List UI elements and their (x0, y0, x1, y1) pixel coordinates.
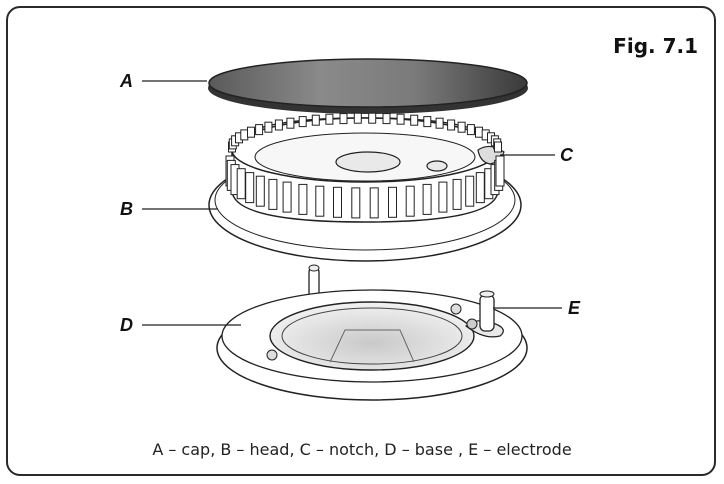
burner-head-teeth (225, 112, 505, 219)
crown-tooth-back (423, 116, 432, 128)
crown-tooth-back (494, 141, 502, 153)
crown-tooth-back (475, 126, 483, 138)
crown-tooth-front (298, 183, 308, 215)
crown-tooth-back (396, 113, 405, 125)
label-b: B (120, 199, 133, 219)
crown-tooth-back (286, 117, 295, 129)
crown-tooth-front (422, 183, 432, 215)
crown-tooth-front (369, 187, 379, 219)
electrode-icon (465, 290, 504, 338)
crown-tooth-front (351, 187, 361, 219)
label-c: C (560, 145, 573, 165)
label-a: A (120, 71, 133, 91)
crown-tooth-back (447, 119, 456, 131)
crown-tooth-front (438, 181, 448, 213)
crown-tooth-back (311, 114, 320, 126)
crown-tooth-back (339, 113, 348, 125)
crown-tooth-back (274, 119, 283, 131)
crown-tooth-front (255, 175, 265, 207)
figure-title: Fig. 7.1 (613, 34, 698, 58)
crown-tooth-back (247, 126, 255, 138)
crown-tooth-back (240, 129, 249, 141)
crown-tooth-back (325, 113, 334, 125)
crown-tooth-back (382, 113, 391, 125)
crown-tooth-front (405, 185, 415, 217)
figure-caption: A – cap, B – head, C – notch, D – base ,… (152, 440, 572, 459)
crown-tooth-back (457, 121, 466, 133)
crown-tooth-back (353, 112, 362, 124)
crown-tooth-front (388, 186, 397, 218)
crown-tooth-front (282, 181, 292, 213)
crown-tooth-back (410, 114, 419, 126)
crown-tooth-front (236, 168, 246, 200)
crown-tooth-front (315, 185, 325, 217)
label-e: E (568, 298, 581, 318)
crown-tooth-front (465, 175, 475, 207)
crown-tooth-back (264, 121, 273, 133)
crown-tooth-front (452, 178, 462, 210)
crown-tooth-back (435, 117, 444, 129)
crown-tooth-front (245, 172, 255, 204)
crown-tooth-front (268, 178, 278, 210)
crown-tooth-back (368, 112, 377, 124)
crown-tooth-back (298, 116, 307, 128)
crown-tooth-front (333, 186, 342, 218)
burner-cap-icon (208, 58, 528, 114)
crown-tooth-front (495, 155, 505, 187)
crown-tooth-back (255, 124, 264, 136)
crown-tooth-back (466, 124, 475, 136)
label-d: D (120, 315, 133, 335)
burner-base-icon (216, 289, 528, 401)
crown-tooth-front (475, 172, 485, 204)
